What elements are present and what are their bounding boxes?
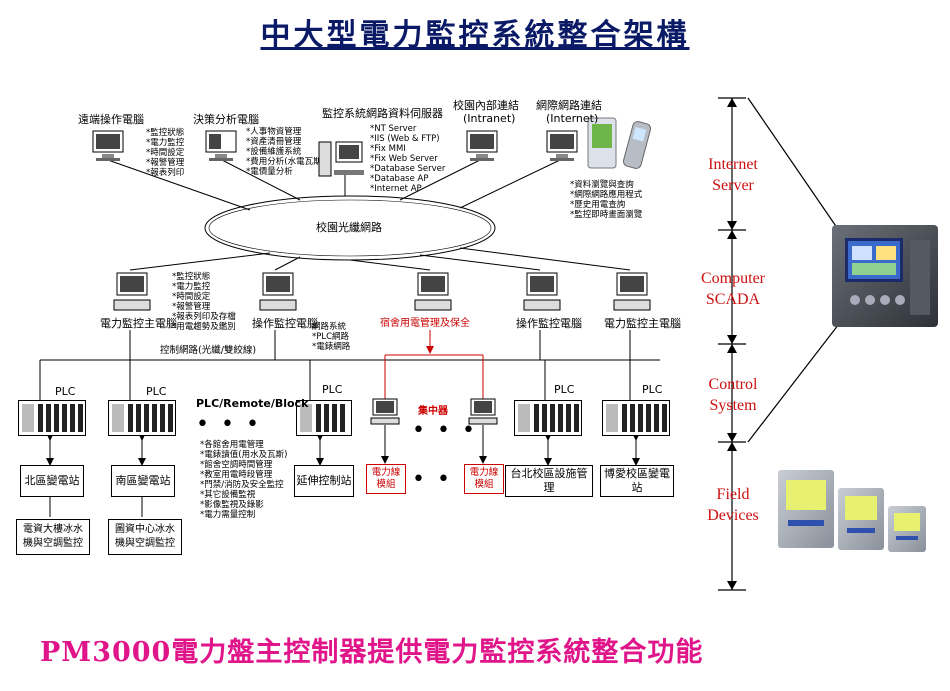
fiber-ring-label: 校園光纖網路	[316, 221, 382, 234]
network-system-notes: 網路系統*PLC網路*電錶網路	[312, 322, 351, 352]
control-network-label: 控制網路(光纖/雙絞線)	[160, 345, 257, 356]
data-server-label: 監控系統網路資料伺服器	[322, 107, 443, 120]
remote-block-notes: *各館舍用電管理*電錶讀值(用水及瓦斯)*館舍空調時間管理*教室用電時段管理*門…	[200, 440, 288, 520]
diagram-title: 中大型電力監控系統整合架構	[260, 18, 690, 53]
plc-label: PLC	[146, 385, 167, 398]
decision-analysis-pc-label: 決策分析電腦	[193, 113, 259, 126]
remote-block-title: PLC/Remote/Block	[196, 397, 309, 410]
main-pc-label-right: 電力監控主電腦	[604, 317, 681, 330]
operator-pc-label-2: 操作監控電腦	[516, 317, 582, 330]
power-line-module: 電力線模組	[366, 464, 406, 494]
power-line-module: 電力線模組	[464, 464, 504, 494]
pm3000-panel-image	[832, 225, 938, 327]
dorm-pc-label: 宿舍用電管理及保全	[380, 318, 470, 329]
server-notes: *NT Server*IIS (Web & FTP)*Fix MMI*Fix W…	[370, 124, 446, 194]
substation-box: 博愛校區變電站	[600, 465, 674, 497]
ellipsis-dots: •••	[196, 412, 271, 437]
remote-operation-pc-label: 遠端操作電腦	[78, 113, 144, 126]
concentrator-label: 集中器	[418, 406, 448, 417]
main-pc-label-left: 電力監控主電腦	[100, 317, 177, 330]
footer-caption: PM3000電力盤主控制器提供電力監控系統整合功能	[40, 637, 704, 668]
main-pc-notes: *監控狀態*電力監控*時間設定*報警管理*報表列印及存檔*用電趨勢及鑑別	[172, 272, 236, 332]
substation-box: 南區變電站	[111, 465, 175, 497]
operator-pc-label-1: 操作監控電腦	[252, 317, 318, 330]
sub-panel-box: 電資大樓冰水機與空調監控	[16, 519, 90, 555]
intranet-label: 校園內部連結	[453, 99, 519, 112]
internet-notes: *資料瀏覽與查詢*網際網路應用程式*歷史用電查詢*監控即時畫面瀏覽	[570, 180, 643, 220]
plc-label: PLC	[55, 385, 76, 398]
plc-label: PLC	[322, 383, 343, 396]
decision-pc-notes: *人事物資管理*資產清冊管理*設備維護系統*費用分析(水電瓦斯)*電價量分析	[246, 127, 325, 177]
mobile-device-images	[587, 117, 652, 169]
substation-box: 台北校區設施管理	[505, 465, 593, 497]
internet-label: 網際網路連結	[536, 99, 602, 112]
intranet-sub: (Intranet)	[463, 112, 516, 125]
substation-box: 延伸控制站	[294, 465, 354, 497]
field-meter-images	[778, 470, 926, 552]
plc-label: PLC	[642, 383, 663, 396]
substation-box: 北區變電站	[20, 465, 84, 497]
ellipsis-dots: •••	[412, 418, 487, 443]
remote-pc-notes: *監控狀態*電力監控*時間設定*報警管理*報表列印	[146, 128, 185, 178]
sub-panel-box: 圖資中心冰水機與空調監控	[108, 519, 182, 555]
internet-sub: (Internet)	[546, 112, 599, 125]
plc-label: PLC	[554, 383, 575, 396]
